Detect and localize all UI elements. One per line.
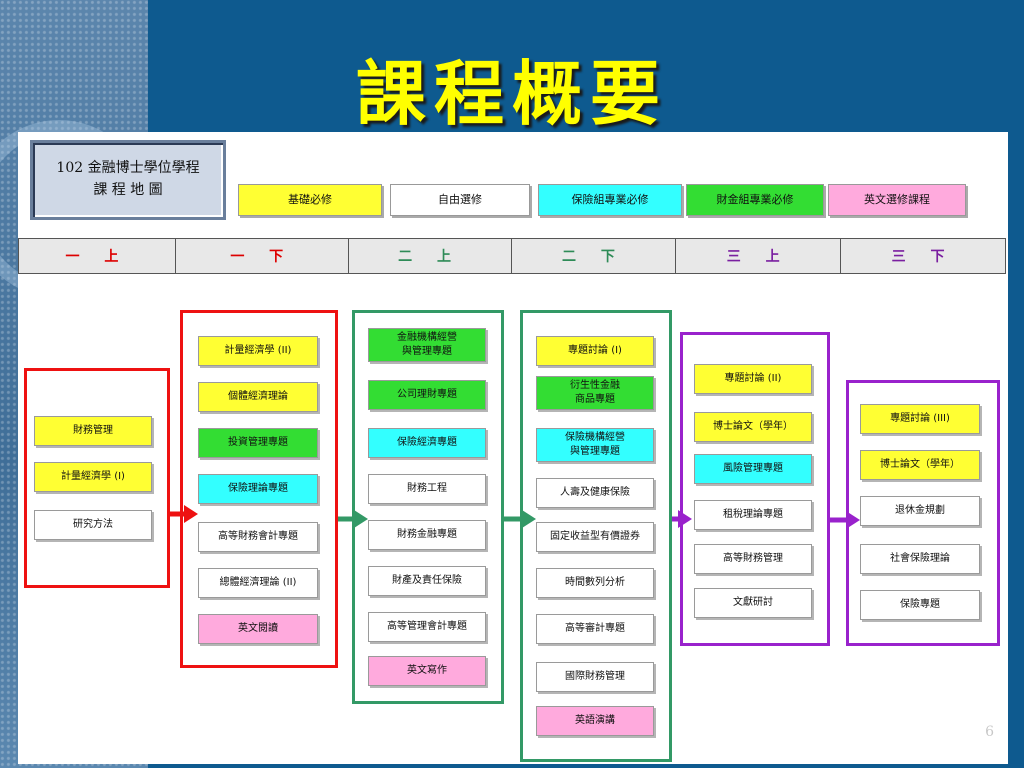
program-subtitle: 課 程 地 圖 bbox=[93, 182, 163, 198]
course-box: 社會保險理論 bbox=[860, 544, 980, 574]
course-box: 保險理論專題 bbox=[198, 474, 318, 504]
legend-item: 財金組專業必修 bbox=[686, 184, 824, 216]
course-box: 文獻研討 bbox=[694, 588, 812, 618]
program-name: 102 金融博士學位學程 bbox=[56, 160, 200, 176]
legend-item: 基礎必修 bbox=[238, 184, 382, 216]
course-box: 保險機構經營 與管理專題 bbox=[536, 428, 654, 462]
course-map-slide: 102 金融博士學位學程 課 程 地 圖 基礎必修自由選修保險組專業必修財金組專… bbox=[18, 132, 1008, 764]
course-box: 英文寫作 bbox=[368, 656, 486, 686]
page-number: 6 bbox=[985, 724, 994, 740]
course-box: 高等財務管理 bbox=[694, 544, 812, 574]
course-box: 金融機構經營 與管理專題 bbox=[368, 328, 486, 362]
legend-item: 自由選修 bbox=[390, 184, 530, 216]
course-box: 投資管理專題 bbox=[198, 428, 318, 458]
course-box: 研究方法 bbox=[34, 510, 152, 540]
slide-title: 課程概要 bbox=[356, 52, 668, 135]
semester-group-frame bbox=[24, 368, 170, 588]
semester-label: 三 上 bbox=[676, 239, 842, 273]
semester-group-frame bbox=[520, 310, 672, 762]
semester-label: 一 上 bbox=[19, 239, 176, 273]
course-box: 固定收益型有價證券 bbox=[536, 522, 654, 552]
course-box: 人壽及健康保險 bbox=[536, 478, 654, 508]
semester-group-frame bbox=[180, 310, 338, 668]
course-box: 財產及責任保險 bbox=[368, 566, 486, 596]
course-box: 保險經濟專題 bbox=[368, 428, 486, 458]
course-box: 時間數列分析 bbox=[536, 568, 654, 598]
course-box: 專題討論 (II) bbox=[694, 364, 812, 394]
course-box: 計量經濟學 (II) bbox=[198, 336, 318, 366]
semester-group-frame bbox=[352, 310, 504, 704]
course-box: 計量經濟學 (I) bbox=[34, 462, 152, 492]
course-box: 專題討論 (I) bbox=[536, 336, 654, 366]
course-box: 高等審計專題 bbox=[536, 614, 654, 644]
legend-item: 保險組專業必修 bbox=[538, 184, 682, 216]
course-box: 博士論文（學年） bbox=[860, 450, 980, 480]
course-box: 個體經濟理論 bbox=[198, 382, 318, 412]
course-box: 英語演講 bbox=[536, 706, 654, 736]
semester-header: 一 上一 下二 上二 下三 上 三 下 bbox=[18, 238, 1006, 274]
course-box: 高等財務會計專題 bbox=[198, 522, 318, 552]
legend-item: 英文選修課程 bbox=[828, 184, 966, 216]
program-title-box: 102 金融博士學位學程 課 程 地 圖 bbox=[30, 140, 226, 220]
course-box: 退休金規劃 bbox=[860, 496, 980, 526]
course-box: 英文閱讀 bbox=[198, 614, 318, 644]
course-box: 財務金融專題 bbox=[368, 520, 486, 550]
course-box: 高等管理會計專題 bbox=[368, 612, 486, 642]
course-box: 公司理財專題 bbox=[368, 380, 486, 410]
course-box: 衍生性金融 商品專題 bbox=[536, 376, 654, 410]
semester-label: 三 下 bbox=[891, 249, 955, 265]
semester-label: 二 上 bbox=[349, 239, 512, 273]
course-box: 專題討論 (III) bbox=[860, 404, 980, 434]
course-box: 租稅理論專題 bbox=[694, 500, 812, 530]
course-box: 國際財務管理 bbox=[536, 662, 654, 692]
course-box: 風險管理專題 bbox=[694, 454, 812, 484]
course-box: 博士論文（學年） bbox=[694, 412, 812, 442]
semester-label: 二 下 bbox=[512, 239, 677, 273]
course-box: 財務工程 bbox=[368, 474, 486, 504]
semester-group-frame bbox=[680, 332, 830, 646]
course-box: 總體經濟理論 (II) bbox=[198, 568, 318, 598]
semester-label: 一 下 bbox=[176, 239, 349, 273]
course-box: 財務管理 bbox=[34, 416, 152, 446]
course-box: 保險專題 bbox=[860, 590, 980, 620]
